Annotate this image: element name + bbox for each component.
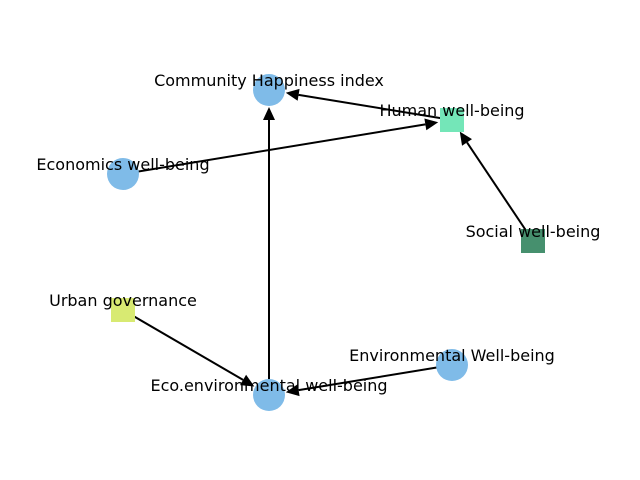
node-social-label: Social well-being [466, 222, 601, 241]
node-human-square[interactable] [440, 108, 464, 132]
edges-layer [122, 88, 534, 397]
node-human-label: Human well-being [379, 101, 524, 120]
edge-line [298, 364, 453, 392]
edge-line [122, 123, 426, 175]
arrowhead-icon [459, 131, 473, 146]
edge-line [466, 141, 534, 242]
node-urban-square[interactable] [111, 298, 135, 322]
node-environmental-label: Environmental Well-being [349, 346, 555, 365]
arrowhead-icon [240, 374, 255, 387]
edge-human-to-community [285, 88, 453, 121]
arrowhead-icon [263, 107, 275, 120]
node-economics-label: Economics well-being [36, 155, 209, 174]
node-ecoenv-circle[interactable] [253, 379, 285, 411]
edge-urban-to-ecoenv [122, 309, 255, 387]
arrowhead-icon [285, 88, 300, 101]
arrowhead-icon [285, 384, 300, 397]
edge-line [298, 93, 453, 121]
edge-ecoenv-to-community [263, 107, 275, 395]
edge-economics-to-human [122, 118, 439, 175]
arrowhead-icon [424, 118, 439, 131]
node-ecoenv-label: Eco.environmental well-being [150, 376, 387, 395]
node-economics-circle[interactable] [107, 158, 139, 190]
node-urban-label: Urban governance [49, 291, 197, 310]
node-environmental-circle[interactable] [436, 349, 468, 381]
edge-social-to-human [459, 131, 534, 242]
node-social-square[interactable] [521, 229, 545, 253]
edge-environmental-to-ecoenv [285, 364, 453, 397]
node-community-label: Community Happiness index [154, 71, 384, 90]
edge-line [122, 309, 244, 381]
node-community-circle[interactable] [253, 74, 285, 106]
nodes-layer [107, 74, 545, 411]
